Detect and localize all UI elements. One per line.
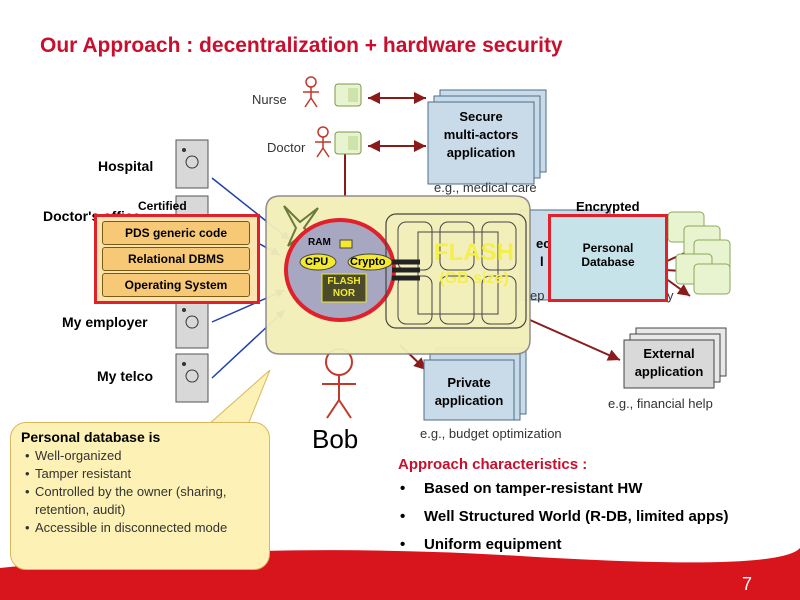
hospital-label: Hospital (98, 158, 154, 174)
flash-big-line2: (GB size) (439, 270, 509, 287)
doctor-card-icon (334, 131, 362, 155)
crypto-label: Crypto (350, 256, 386, 268)
hidden-fragment-3: ep (530, 288, 545, 303)
smartcard (265, 195, 531, 355)
nurse-label: Nurse (252, 92, 287, 107)
cpu-label: CPU (305, 256, 329, 268)
crypto-chip (347, 253, 393, 271)
callout-item: Accessible in disconnected mode (25, 519, 245, 537)
doctor-label: Doctor (267, 140, 306, 155)
certified-label: Certified (138, 199, 187, 213)
private-app-caption: e.g., budget optimization (420, 426, 562, 441)
personal-database-line2: Database (581, 255, 635, 269)
private-app-title: Private application (424, 374, 514, 410)
flash-nor-block (321, 273, 367, 303)
characteristics-item: Well Structured World (R-DB, limited app… (400, 503, 798, 531)
telco-label: My telco (97, 368, 154, 384)
page-number: 7 (742, 574, 753, 594)
nurse-figure (303, 76, 319, 108)
secure-app-title: Secure multi-actors application (428, 108, 534, 162)
secure-app-stack (427, 89, 547, 185)
external-app-line2: application (634, 364, 704, 379)
db-to-encrypted-3 (664, 277, 691, 297)
secure-app-line1: Secure (459, 109, 503, 124)
external-app-stack (623, 327, 727, 389)
secure-app-line2: multi-actors (443, 127, 519, 142)
hidden-fragment-1: ec (536, 236, 551, 251)
ram-block (339, 239, 353, 249)
private-app-line2: application (434, 393, 504, 408)
telco-server-icon (175, 353, 209, 403)
characteristics-item: Uniform equipment (400, 531, 798, 559)
callout-heading: Personal database is (21, 429, 161, 445)
external-app-line1: External (643, 346, 695, 361)
hospital-server-icon (175, 139, 209, 189)
private-app-stack (423, 347, 527, 421)
hidden-fragment-4: y (667, 288, 674, 303)
flash-nor-label: FLASH NOR (322, 276, 366, 300)
nurse-card-icon (334, 83, 362, 107)
characteristics-section: Approach characteristics : Based on tamp… (398, 456, 798, 559)
private-app-line1: Private (447, 375, 491, 390)
cpu-chip (299, 253, 337, 271)
characteristics-heading: Approach characteristics : (398, 456, 588, 473)
employer-server-icon (175, 299, 209, 349)
secure-app-caption: e.g., medical care (434, 180, 537, 195)
callout-item: Well-organized (25, 447, 245, 465)
characteristics-item: Based on tamper-resistant HW (400, 475, 798, 503)
external-app-caption: e.g., financial help (608, 396, 713, 411)
ram-label: RAM (308, 237, 331, 248)
pds-generic-code: PDS generic code (102, 221, 250, 245)
chip-to-external-arrow (529, 319, 621, 361)
doctor-figure (315, 126, 331, 158)
relational-dbms: Relational DBMS (102, 247, 250, 271)
personal-database-box: Personal Database (548, 214, 668, 302)
callout-item: Controlled by the owner (sharing, retent… (25, 483, 245, 519)
callout-item: Tamper resistant (25, 465, 245, 483)
flash-big-line1: FLASH (434, 239, 514, 266)
personal-database-line1: Personal (582, 241, 634, 255)
flash-nor-line1: FLASH (327, 276, 361, 287)
flash-big-label: FLASH (GB size) (420, 240, 528, 292)
page-title: Our Approach : decentralization + hardwa… (40, 34, 563, 57)
employer-label: My employer (62, 314, 148, 330)
flash-nor-line2: NOR (332, 288, 356, 299)
operating-system: Operating System (102, 273, 250, 297)
hidden-fragment-2: l (540, 254, 544, 269)
software-stack: PDS generic code Relational DBMS Operati… (94, 214, 260, 304)
bob-label: Bob (312, 424, 359, 454)
secure-app-line3: application (446, 145, 516, 160)
bob-figure (322, 348, 356, 419)
personal-db-callout: Personal database is Well-organized Tamp… (10, 422, 270, 570)
external-app-title: External application (624, 345, 714, 381)
encrypted-card-icons (667, 211, 731, 295)
encrypted-label: Encrypted (576, 199, 640, 214)
